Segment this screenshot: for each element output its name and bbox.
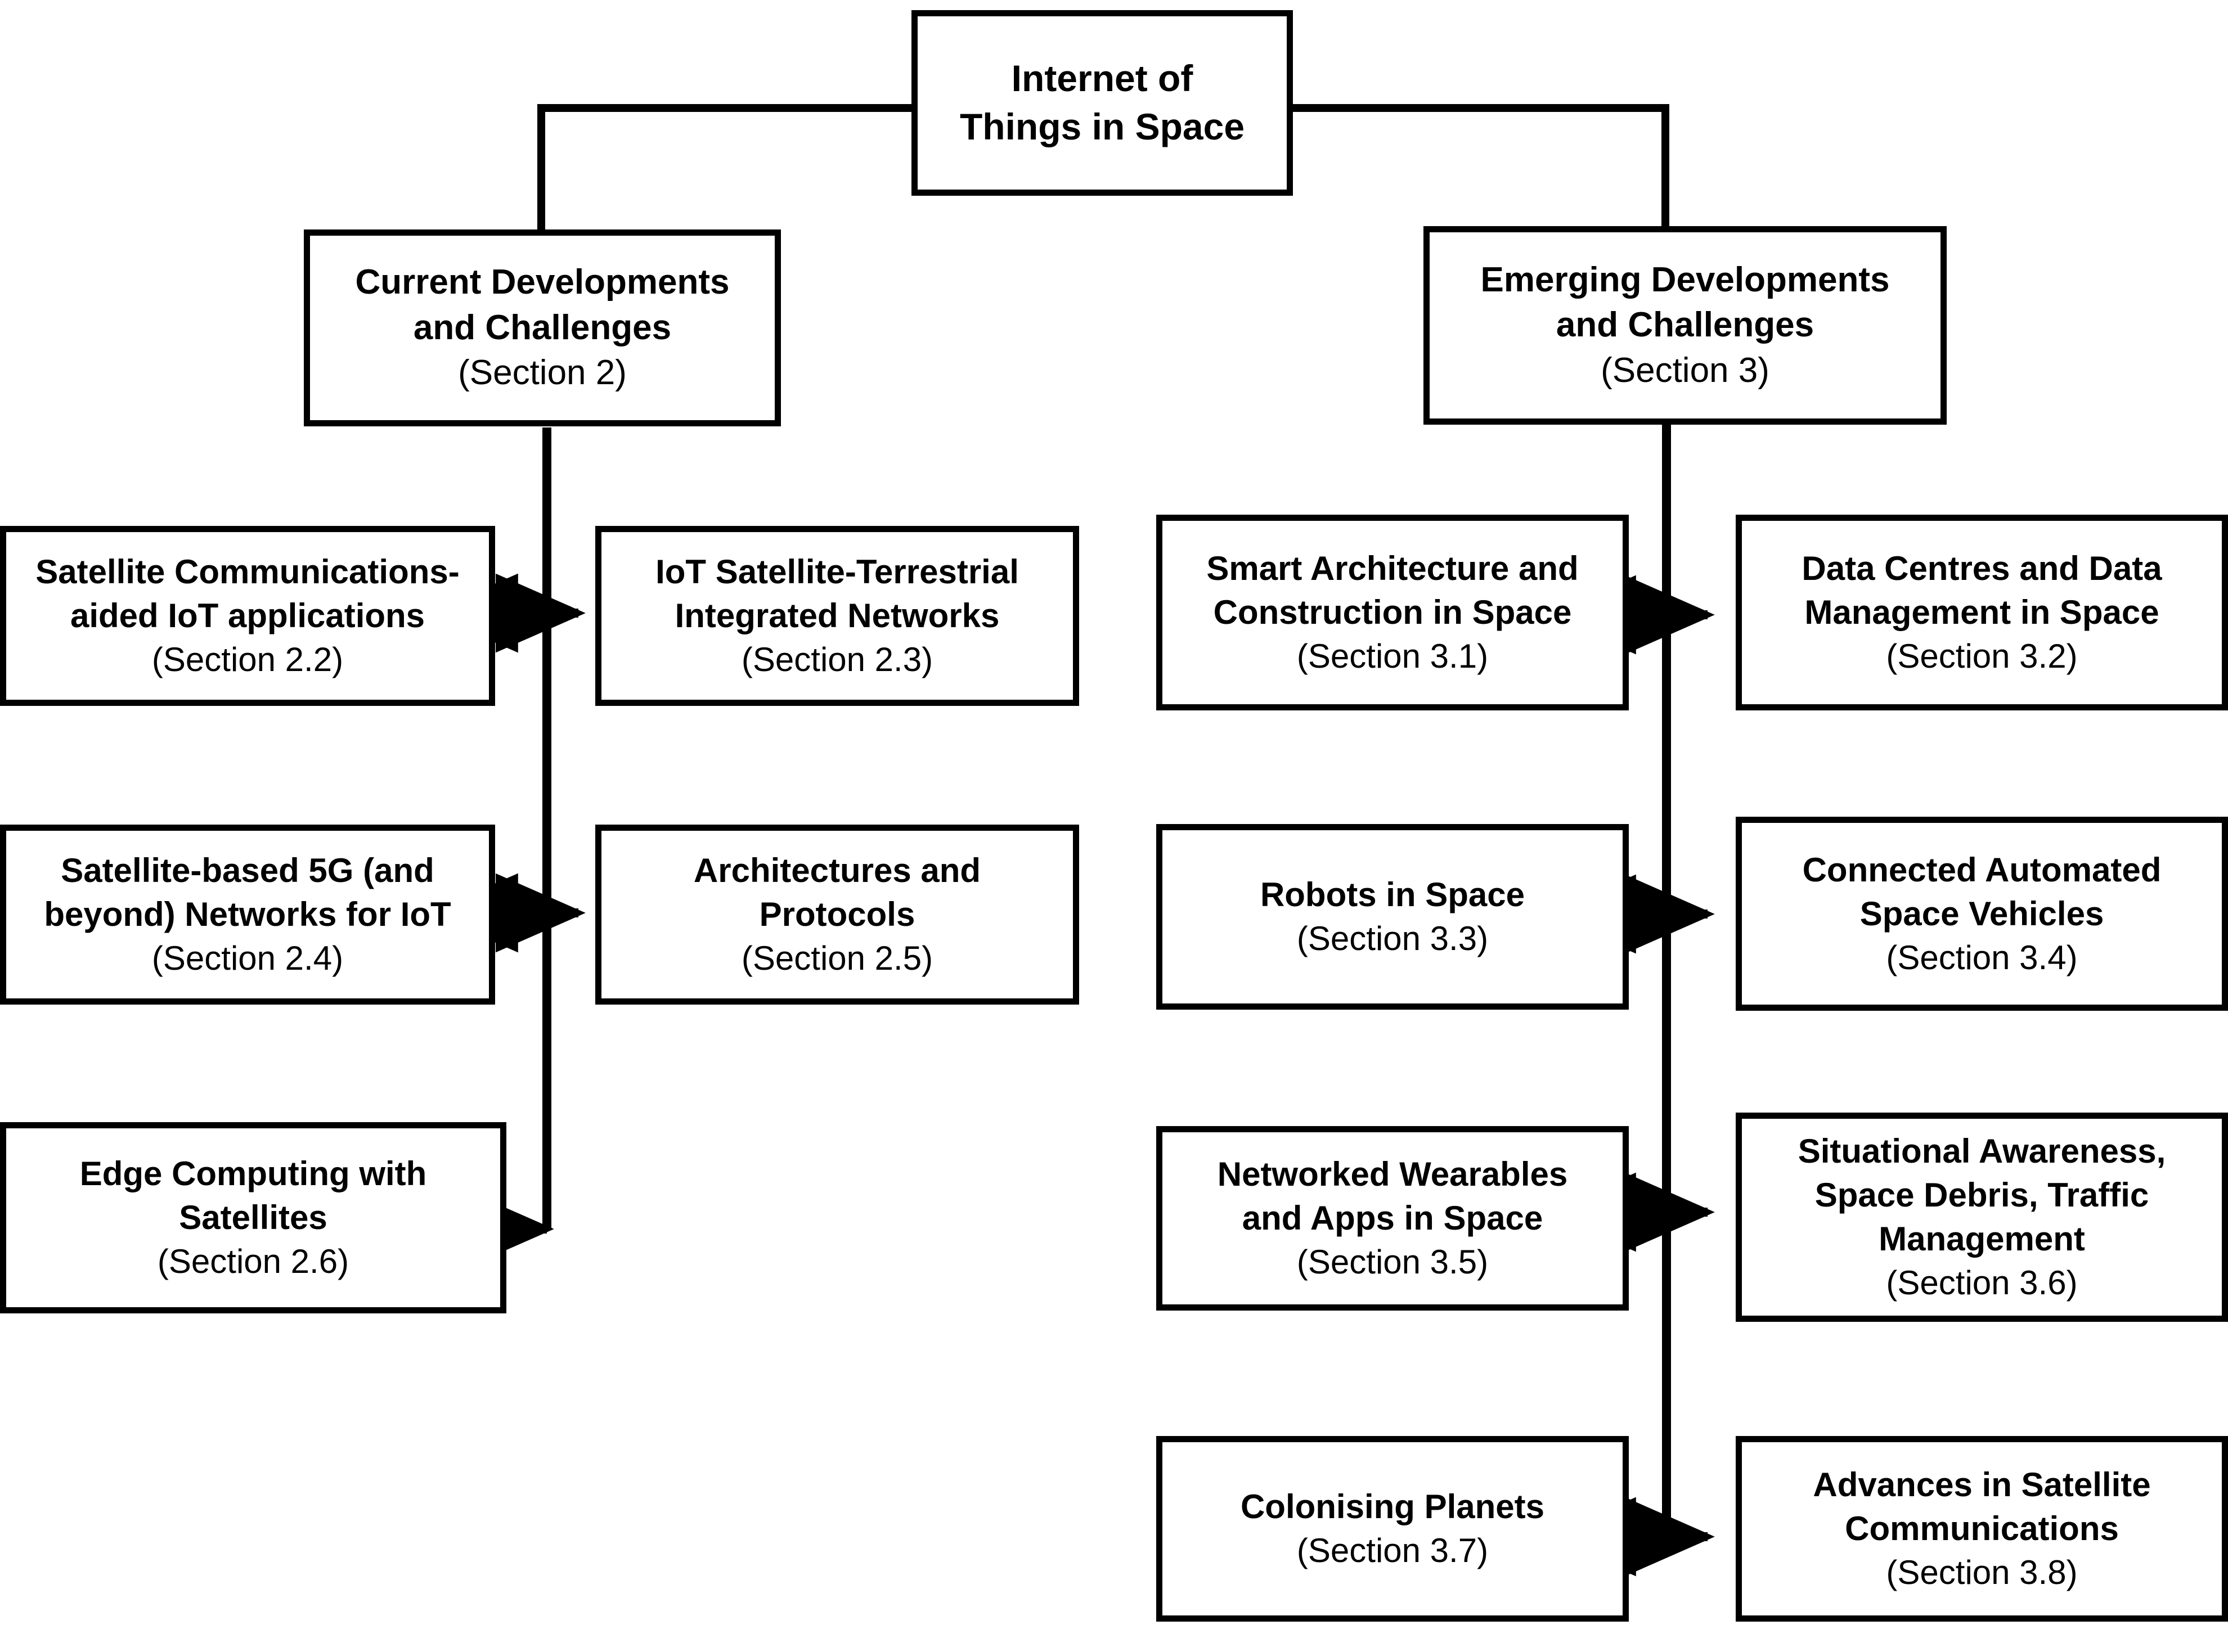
node-text-line: Architectures and [693, 852, 981, 889]
node-text-section: (Section 3.3) [1296, 920, 1489, 957]
node-text-line: IoT Satellite-Terrestrial [655, 553, 1019, 591]
node-text-line: Satellites [179, 1199, 327, 1236]
node-colonising-planets[interactable]: Colonising Planets (Section 3.7) [1156, 1436, 1629, 1622]
node-text-section: (Section 3.4) [1886, 938, 2078, 976]
node-text-line: Satellite Communications- [35, 553, 460, 591]
node-smart-architecture-and-construction-in-space[interactable]: Smart Architecture and Construction in S… [1156, 515, 1629, 710]
node-text-section: (Section 3.2) [1886, 637, 2078, 675]
node-text-line: Things in Space [959, 106, 1245, 147]
node-text-section: (Section 2) [458, 353, 627, 393]
node-satellite-communications-aided-iot-applications[interactable]: Satellite Communications- aided IoT appl… [0, 526, 495, 706]
node-text-line: Satellite-based 5G (and [61, 852, 434, 889]
node-text-section: (Section 2.6) [157, 1243, 349, 1280]
node-text-line: Management [1879, 1220, 2085, 1258]
node-text-section: (Section 3.6) [1886, 1264, 2078, 1302]
node-text-section: (Section 2.2) [151, 641, 344, 678]
node-text-line: Space Vehicles [1859, 894, 2104, 933]
link-root-to-emerging [1293, 104, 1669, 233]
link-root-to-current [537, 104, 911, 236]
node-text-section: (Section 3.5) [1296, 1243, 1489, 1281]
node-connected-automated-space-vehicles[interactable]: Connected Automated Space Vehicles (Sect… [1736, 817, 2228, 1011]
node-text-line: and Apps in Space [1242, 1199, 1543, 1237]
node-iot-satellite-terrestrial-integrated-networks[interactable]: IoT Satellite-Terrestrial Integrated Net… [595, 526, 1079, 706]
node-text-section: (Section 3.7) [1296, 1532, 1489, 1569]
node-situational-awareness-space-debris-traffic-management[interactable]: Situational Awareness, Space Debris, Tra… [1736, 1113, 2228, 1322]
node-text-line: Current Developments [355, 263, 730, 302]
node-text-line: Protocols [759, 895, 915, 933]
node-text-section: (Section 2.3) [741, 641, 933, 678]
node-satellite-based-5g-networks-for-iot[interactable]: Satellite-based 5G (and beyond) Networks… [0, 825, 495, 1005]
node-text-section: (Section 3.8) [1886, 1554, 2078, 1591]
node-text-section: (Section 2.5) [741, 939, 933, 977]
node-data-centres-and-data-management-in-space[interactable]: Data Centres and Data Management in Spac… [1736, 515, 2228, 710]
node-advances-in-satellite-communications[interactable]: Advances in Satellite Communications (Se… [1736, 1436, 2228, 1622]
node-text-section: (Section 3.1) [1296, 637, 1489, 675]
node-text-line: Edge Computing with [79, 1155, 427, 1192]
node-internet-of-things-in-space[interactable]: Internet of Things in Space [911, 10, 1293, 196]
node-text-line: beyond) Networks for IoT [44, 895, 451, 933]
node-text-line: Smart Architecture and [1206, 550, 1579, 587]
node-current-developments-and-challenges[interactable]: Current Developments and Challenges (Sec… [304, 229, 781, 426]
node-text-line: Internet of [1011, 57, 1193, 100]
node-emerging-developments-and-challenges[interactable]: Emerging Developments and Challenges (Se… [1423, 226, 1947, 425]
node-architectures-and-protocols[interactable]: Architectures and Protocols (Section 2.5… [595, 825, 1079, 1005]
node-robots-in-space[interactable]: Robots in Space (Section 3.3) [1156, 824, 1629, 1010]
node-text-line: Space Debris, Traffic [1814, 1176, 2149, 1214]
node-text-line: Situational Awareness, [1798, 1132, 2166, 1170]
node-text-line: aided IoT applications [70, 597, 425, 634]
node-text-line: Communications [1845, 1510, 2119, 1547]
node-text-section: (Section 3) [1601, 350, 1769, 390]
node-text-line: Robots in Space [1260, 876, 1525, 913]
node-text-line: Colonising Planets [1240, 1488, 1545, 1525]
node-networked-wearables-and-apps-in-space[interactable]: Networked Wearables and Apps in Space (S… [1156, 1126, 1629, 1311]
node-edge-computing-with-satellites[interactable]: Edge Computing with Satellites (Section … [0, 1122, 506, 1313]
node-text-line: Management in Space [1804, 593, 2159, 631]
node-text-line: Connected Automated [1802, 850, 2162, 889]
node-text-line: Integrated Networks [675, 597, 1000, 634]
node-text-line: and Challenges [413, 308, 672, 347]
node-text-line: Construction in Space [1213, 593, 1572, 631]
node-text-section: (Section 2.4) [151, 939, 344, 977]
node-text-line: Networked Wearables [1217, 1155, 1568, 1193]
node-text-line: Emerging Developments [1480, 260, 1890, 299]
node-text-line: Advances in Satellite [1813, 1466, 2151, 1504]
node-text-line: and Challenges [1556, 305, 1814, 345]
node-text-line: Data Centres and Data [1802, 550, 2162, 587]
